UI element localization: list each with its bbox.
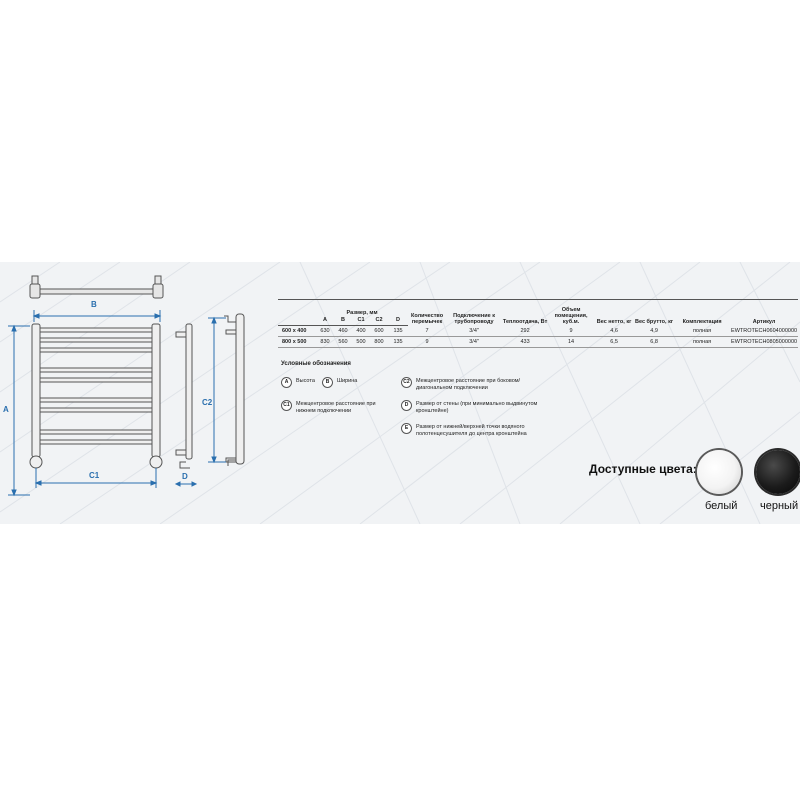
cell-bars: 7 [408, 325, 447, 337]
legend-title: Условные обозначения [281, 361, 351, 367]
legend-text-c2: Межцентровое расстояние при боковом/диаг… [416, 378, 521, 392]
header-room-volume: Объем помещения, куб.м. [554, 306, 588, 326]
dimension-d-label: D [182, 472, 188, 481]
header-connection: Подключение к трубопроводу [453, 312, 495, 326]
size-group-header: Размер, мм [346, 309, 378, 316]
dimension-c2-label: C2 [202, 398, 213, 407]
legend-item-b: B Ширина [322, 377, 362, 388]
cell-connection: 3/4" [446, 336, 503, 348]
cell-kit: полная [674, 336, 731, 348]
subheader-b: B [334, 316, 352, 326]
table-row: 600 x 400 630 460 400 600 135 7 3/4" 292… [278, 325, 799, 337]
cell-net-weight: 4,6 [594, 325, 635, 337]
cell-gross-weight: 4,9 [634, 325, 675, 337]
cell-size: 600 x 400 [278, 325, 316, 337]
legend-item-c2: C2 Межцентровое расстояние при боковом/д… [401, 377, 531, 393]
legend-item-e: E Размер от нижней/верхней точки водяног… [401, 423, 541, 439]
technical-drawings: B A C1 D C2 [0, 262, 280, 524]
header-gross-weight: Вес брутто, кг [634, 319, 674, 326]
cell-room-volume: 9 [548, 325, 595, 337]
legend-item-d: D Размер от стены (при минимально выдвин… [401, 400, 561, 416]
cell-b: 560 [334, 336, 352, 348]
legend-item-c1: C1 Межцентровое расстояние при нижнем по… [281, 400, 381, 416]
legend-text-b: Ширина [337, 378, 358, 384]
colors-title: Доступные цвета: [589, 462, 697, 476]
spec-table-container: Размер, мм Количество перемычек Подключе… [278, 299, 799, 348]
cell-gross-weight: 6,8 [634, 336, 675, 348]
header-heat: Теплоотдача, Вт [502, 319, 548, 326]
cell-heat: 292 [502, 325, 549, 337]
cell-article: EWTROTECH0805000000 [730, 336, 799, 348]
color-swatch-white[interactable] [697, 450, 741, 494]
legend-item-a: A Высота [281, 377, 321, 388]
color-name-black: черный [760, 500, 799, 512]
cell-kit: полная [674, 325, 731, 337]
cell-connection: 3/4" [446, 325, 503, 337]
subheader-c1: C1 [352, 316, 370, 326]
cell-c1: 500 [352, 336, 370, 348]
cell-room-volume: 14 [548, 336, 595, 348]
dimension-c1-label: C1 [89, 471, 100, 480]
header-kit: Комплектация [682, 319, 722, 326]
legend-key-c1: C1 [281, 400, 292, 411]
cell-net-weight: 6,5 [594, 336, 635, 348]
cell-d: 135 [388, 325, 409, 337]
cell-a: 630 [316, 325, 334, 337]
dimension-b-label: B [91, 300, 97, 309]
cell-c1: 400 [352, 325, 370, 337]
color-name-white: белый [705, 500, 738, 512]
legend-text-e: Размер от нижней/верхней точки водяного … [416, 424, 527, 438]
legend-key-e: E [401, 423, 412, 434]
cell-b: 460 [334, 325, 352, 337]
subheader-c2: C2 [370, 316, 388, 326]
towel-dryer-drawing [8, 275, 245, 497]
cell-size: 800 x 500 [278, 336, 316, 348]
subheader-a: A [316, 316, 334, 326]
spec-band [0, 262, 800, 524]
cell-article: EWTROTECH0604000000 [730, 325, 799, 337]
cell-c2: 800 [370, 336, 388, 348]
header-bars: Количество перемычек [411, 312, 444, 326]
table-row: 800 x 500 830 560 500 800 135 9 3/4" 433… [278, 336, 799, 348]
background-pattern [0, 262, 800, 524]
legend-text-d: Размер от стены (при минимально выдвинут… [416, 401, 538, 415]
cell-heat: 433 [502, 336, 549, 348]
legend-key-b: B [322, 377, 333, 388]
subheader-d: D [388, 316, 409, 326]
color-swatch-black[interactable] [756, 450, 800, 494]
cell-c2: 600 [370, 325, 388, 337]
legend-key-a: A [281, 377, 292, 388]
header-net-weight: Вес нетто, кг [596, 319, 632, 326]
dimension-a-label: A [3, 405, 9, 414]
cell-bars: 9 [408, 336, 447, 348]
cell-d: 135 [388, 336, 409, 348]
legend-text-a: Высота [296, 378, 315, 384]
header-article: Артикул [752, 319, 776, 326]
legend-key-d: D [401, 400, 412, 411]
legend-text-c1: Межцентровое расстояние при нижнем подкл… [296, 401, 376, 415]
spec-table: Размер, мм Количество перемычек Подключе… [278, 299, 799, 348]
cell-a: 830 [316, 336, 334, 348]
legend-key-c2: C2 [401, 377, 412, 388]
